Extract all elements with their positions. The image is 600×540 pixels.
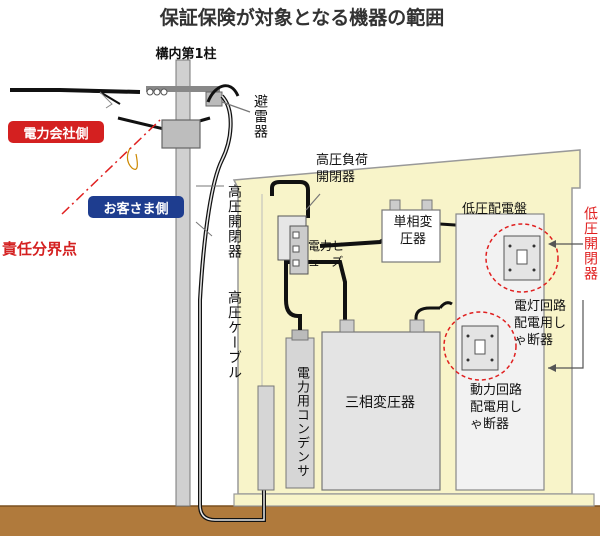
pole-hv-switch (162, 120, 200, 148)
ground (0, 506, 600, 536)
page-title: 保証保険が対象となる機器の範囲 (159, 6, 444, 29)
customer-side-label: お客さま側 (103, 201, 168, 217)
pole-label: 構内第1柱 (155, 46, 216, 62)
power-fuse-label: 電力ヒューズ (308, 238, 350, 270)
power-breaker-label: 動力回路配電用しゃ断器 (470, 382, 526, 433)
capacitor-body (258, 386, 274, 490)
hv-switch-label: 高圧開閉器 (224, 184, 244, 259)
lv-switch-label: 低圧開閉器 (580, 206, 600, 281)
single-phase-tx-label: 単相変圧器 (388, 214, 438, 248)
hv-load-switch-label: 高圧負荷開閉器 (316, 152, 374, 186)
lv-panel-label: 低圧配電盤 (462, 198, 527, 217)
lighting-breaker-label: 電灯回路配電用しゃ断器 (514, 298, 570, 349)
boundary-label: 責任分界点 (2, 240, 77, 258)
utility-side-label: 電力会社側 (23, 126, 88, 142)
lightning-arrester-label: 避雷器 (250, 94, 270, 139)
capacitor-label: 電力用コンデンサ (292, 366, 311, 478)
three-phase-tx-label: 三相変圧器 (330, 392, 430, 412)
building-floor (234, 494, 594, 506)
hv-cable-label: 高圧ケーブル (224, 290, 244, 380)
